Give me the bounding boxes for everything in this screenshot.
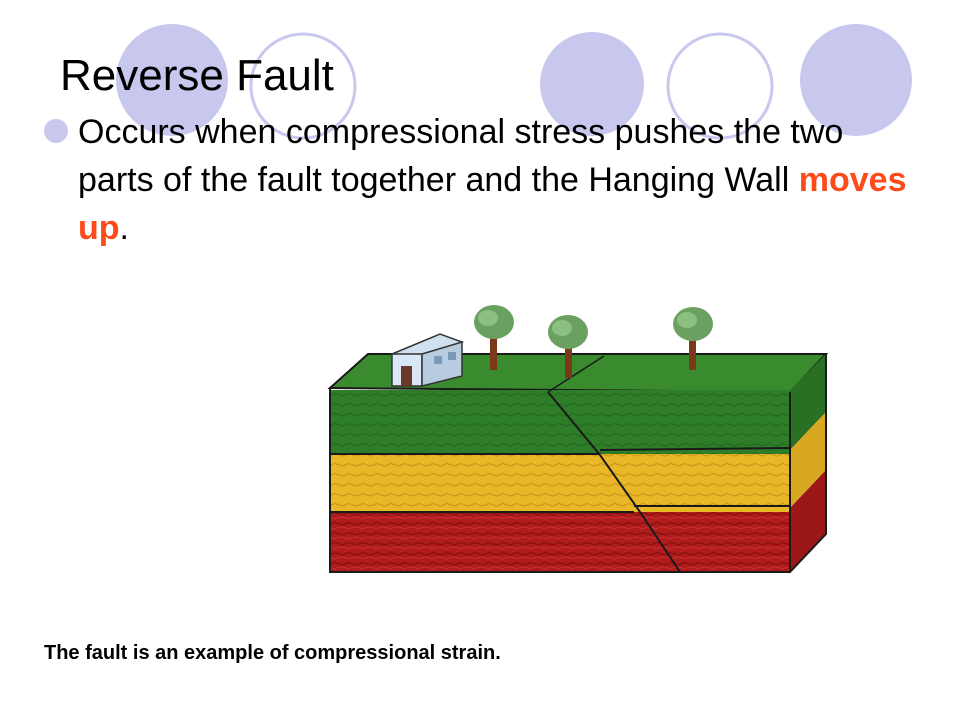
tree-icon — [673, 307, 713, 370]
side-sand — [790, 412, 826, 508]
house-icon — [389, 333, 465, 387]
side-grass — [790, 354, 826, 450]
bullet-item: Occurs when compressional stress pushes … — [44, 108, 924, 252]
decor-circle-outline — [666, 32, 774, 140]
grass-layer — [330, 390, 790, 454]
decor-circle-filled — [540, 32, 644, 136]
bullet-text: Occurs when compressional stress pushes … — [78, 108, 924, 252]
fault-line — [547, 391, 681, 573]
decorative-circles — [116, 24, 912, 140]
sand-layer — [330, 454, 790, 512]
slide-title: Reverse Fault — [60, 51, 334, 100]
slide-caption: The fault is an example of compressional… — [44, 642, 501, 664]
bullet-dot-icon — [44, 119, 68, 143]
bullet-text-end: . — [119, 209, 129, 247]
bullet-text-main: Occurs when compressional stress pushes … — [78, 113, 844, 199]
reverse-fault-diagram — [327, 305, 829, 573]
decor-circle-outline — [249, 32, 357, 140]
decor-circle-filled — [116, 24, 228, 136]
rock-layer — [330, 512, 790, 572]
bullet-highlight: moves up — [78, 161, 907, 247]
decor-circle-filled — [800, 24, 912, 136]
tree-icon — [474, 305, 514, 370]
tree-icon — [548, 315, 588, 378]
side-rock — [790, 470, 826, 572]
